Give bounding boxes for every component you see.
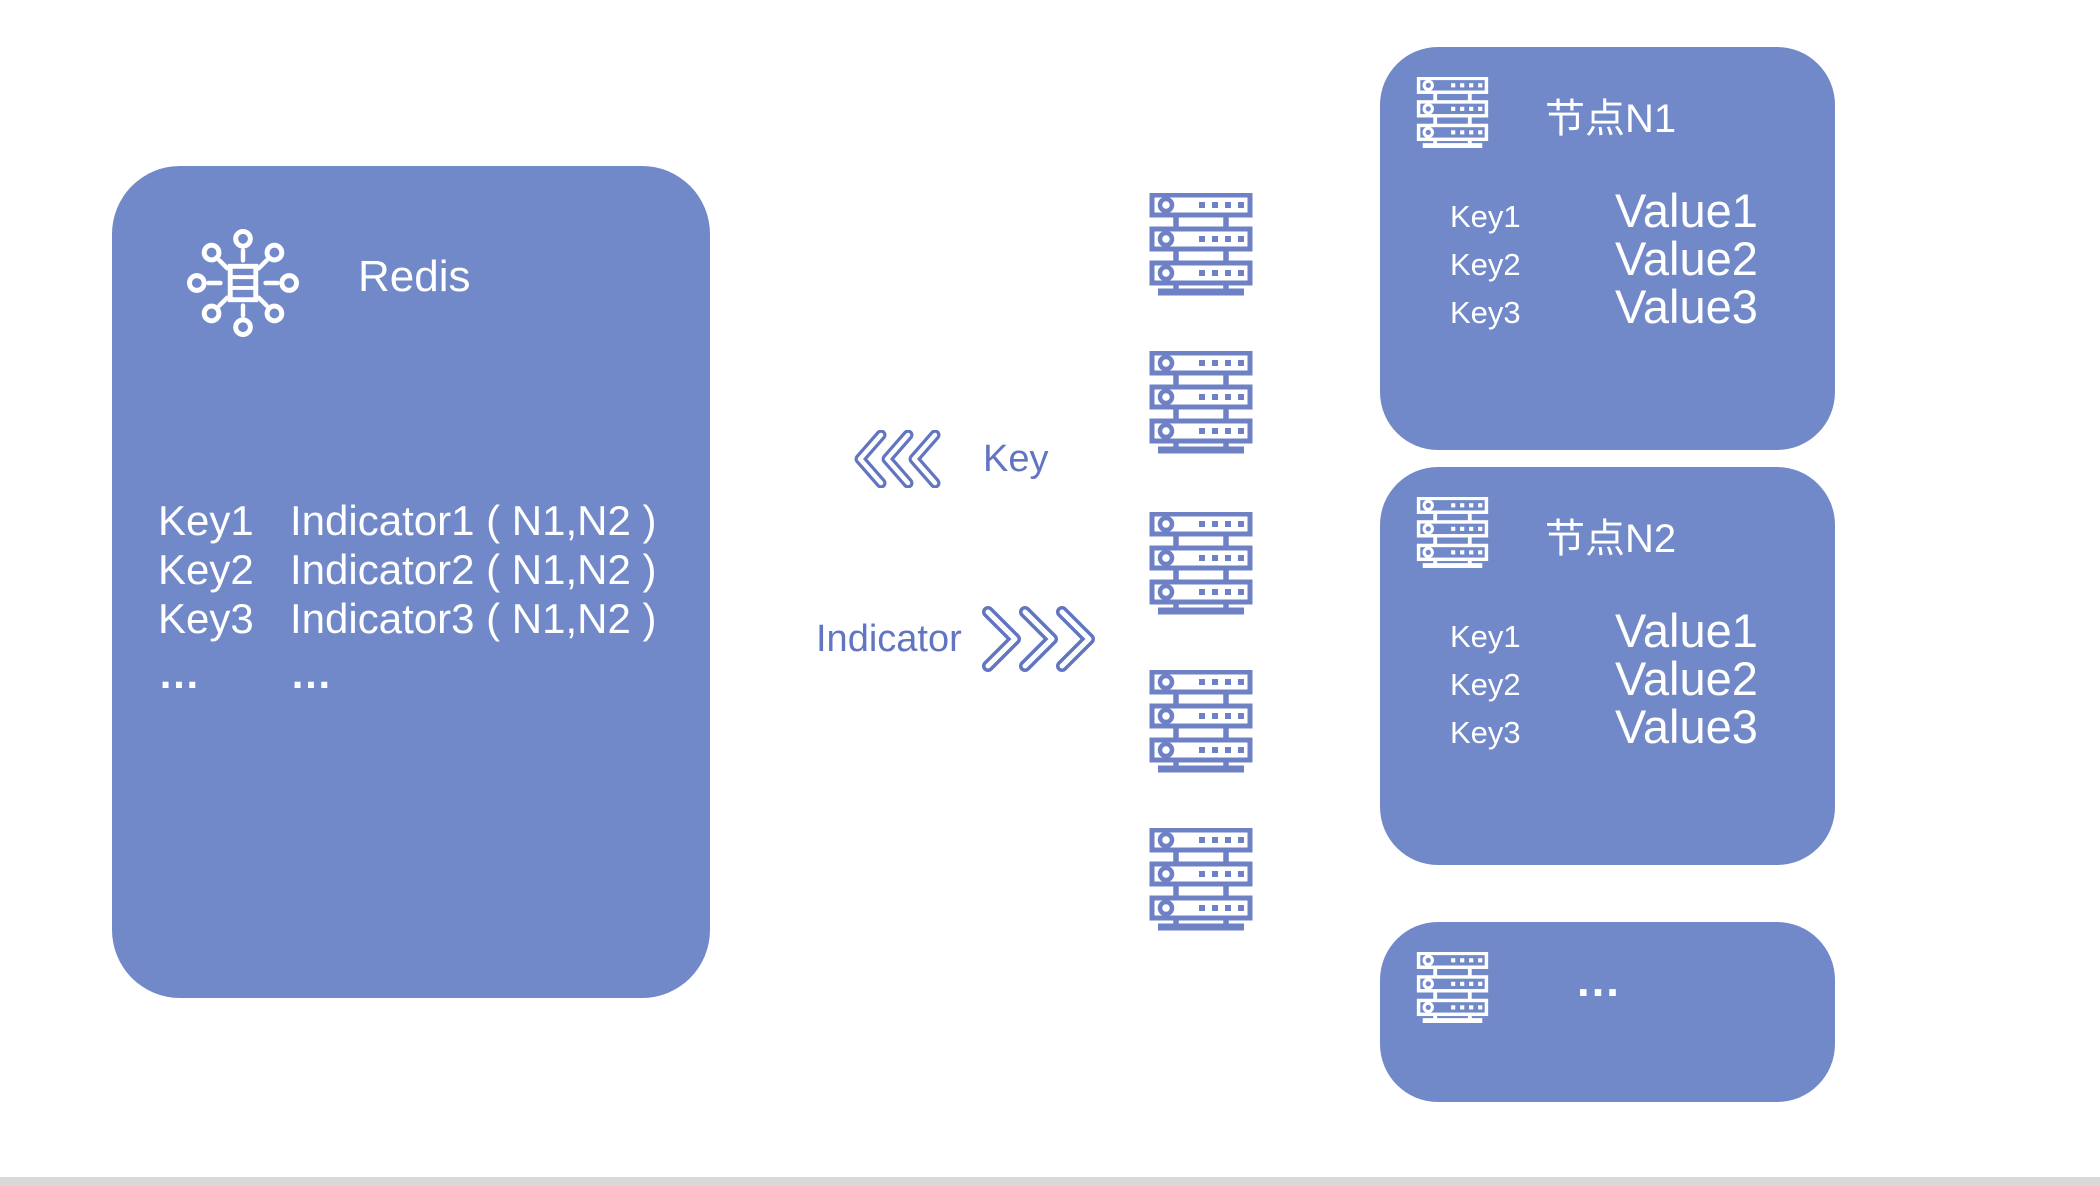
footer-scrollbar <box>0 1177 2100 1186</box>
indicator-flow-label: Indicator <box>816 617 962 660</box>
indicator-flow: Indicator <box>816 606 1096 672</box>
indicator-cell: Indicator1 ( N1,N2 ) <box>290 497 657 544</box>
redis-key-row: Key2 Indicator2 ( N1,N2 ) <box>158 545 656 594</box>
node-box-n1: 节点N1 Key1 Value1 Key2 Value2 Key3 Value3 <box>1380 47 1835 450</box>
redis-key-row: Key3 Indicator3 ( N1,N2 ) <box>158 594 656 643</box>
value-cell: Value2 <box>1615 652 1758 705</box>
value-cell: Value3 <box>1615 280 1758 333</box>
key-cell: Key2 <box>158 546 254 593</box>
triple-chevron-right-icon <box>981 606 1095 672</box>
key-cell: Key1 <box>1450 199 1521 234</box>
key-cell: Key3 <box>158 595 254 642</box>
triple-chevron-left-icon <box>854 430 941 488</box>
node-kv-row: Key3 Value3 <box>1450 699 1758 753</box>
node-box-more: … <box>1380 922 1835 1102</box>
node-title: 节点N2 <box>1545 517 1677 561</box>
value-cell: Value3 <box>1615 700 1758 753</box>
server-rack-icon <box>1416 497 1489 569</box>
redis-key-row: Key1 Indicator1 ( N1,N2 ) <box>158 496 656 545</box>
redis-box: Redis Key1 Indicator1 ( N1,N2 ) Key2 Ind… <box>112 166 710 998</box>
redis-title: Redis <box>358 252 471 301</box>
node-kv-row: Key2 Value2 <box>1450 651 1758 705</box>
key-cell: Key1 <box>158 497 254 544</box>
value-cell: Value1 <box>1615 604 1758 657</box>
key-cell: … <box>158 650 202 697</box>
redis-key-list: Key1 Indicator1 ( N1,N2 ) Key2 Indicator… <box>158 496 656 698</box>
node-kv-row: Key2 Value2 <box>1450 231 1758 285</box>
redis-key-row-ellipsis: … … <box>158 649 656 698</box>
node-kv-row: Key3 Value3 <box>1450 279 1758 333</box>
server-rack-icon <box>1149 193 1253 297</box>
key-cell: Key3 <box>1450 295 1521 330</box>
server-rack-icon <box>1149 512 1253 616</box>
node-box-n2: 节点N2 Key1 Value1 Key2 Value2 Key3 Value3 <box>1380 467 1835 865</box>
indicator-cell: … <box>290 650 334 697</box>
server-rack-icon <box>1416 952 1489 1024</box>
key-cell: Key1 <box>1450 619 1521 654</box>
value-cell: Value1 <box>1615 184 1758 237</box>
server-rack-icon <box>1149 351 1253 455</box>
indicator-cell: Indicator2 ( N1,N2 ) <box>290 546 657 593</box>
redis-cluster-icon <box>184 228 302 338</box>
node-title: 节点N1 <box>1545 97 1677 141</box>
indicator-cell: Indicator3 ( N1,N2 ) <box>290 595 657 642</box>
key-cell: Key3 <box>1450 715 1521 750</box>
value-cell: Value2 <box>1615 232 1758 285</box>
node-kv-row: Key1 Value1 <box>1450 183 1758 237</box>
server-rack-icon <box>1149 828 1253 932</box>
key-flow: Key <box>853 430 1048 488</box>
key-flow-label: Key <box>983 437 1049 480</box>
server-rack-icon <box>1149 670 1253 774</box>
node-kv-row: Key1 Value1 <box>1450 603 1758 657</box>
key-cell: Key2 <box>1450 667 1521 702</box>
key-cell: Key2 <box>1450 247 1521 282</box>
server-rack-icon <box>1416 77 1489 149</box>
more-nodes-ellipsis: … <box>1575 954 1631 1006</box>
node-kv-list: Key1 Value1 Key2 Value2 Key3 Value3 <box>1450 603 1758 753</box>
node-kv-list: Key1 Value1 Key2 Value2 Key3 Value3 <box>1450 183 1758 333</box>
